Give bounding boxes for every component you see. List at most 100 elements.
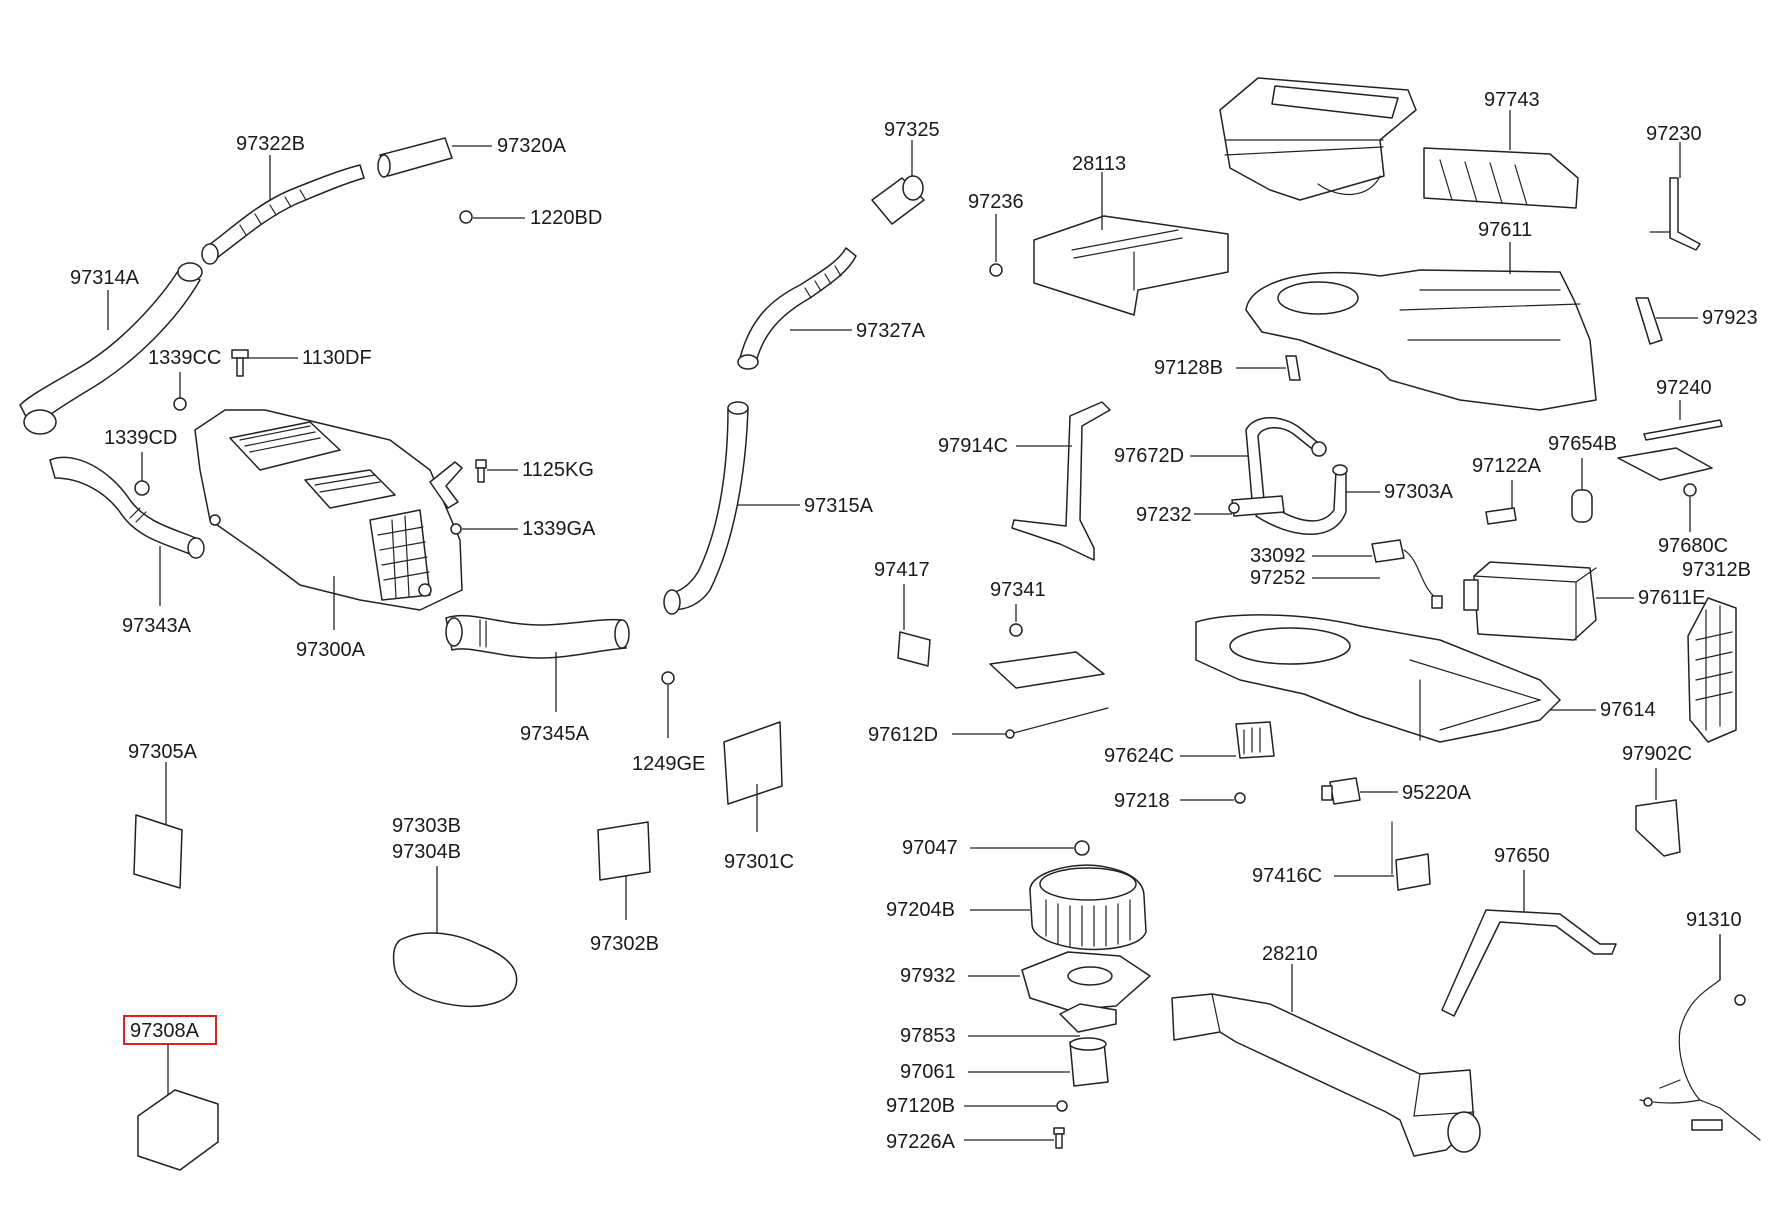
label-33092: 33092 xyxy=(1250,545,1306,567)
part-97654B xyxy=(1571,489,1593,523)
label-1339GA: 1339GA xyxy=(522,518,596,540)
part-97325 xyxy=(871,175,925,225)
label-1339CC: 1339CC xyxy=(148,347,221,369)
label-97343A: 97343A xyxy=(122,615,192,637)
label-97314A: 97314A xyxy=(70,267,140,289)
label-95220A: 95220A xyxy=(1402,782,1472,804)
part-97301C xyxy=(723,721,783,805)
part-97232 xyxy=(1228,495,1285,517)
part-97417 xyxy=(897,631,931,667)
part-97612D xyxy=(1005,707,1109,739)
label-91310: 91310 xyxy=(1686,909,1742,931)
part-97314A xyxy=(19,262,203,435)
label-97614: 97614 xyxy=(1600,699,1656,721)
part-97614 xyxy=(1195,614,1561,743)
part-lever-plate xyxy=(1617,447,1713,481)
part-97341 xyxy=(1009,623,1023,637)
label-97325: 97325 xyxy=(884,119,940,141)
highlight-box-97308A xyxy=(123,1015,217,1045)
part-1339GA xyxy=(450,523,462,535)
part-97128B xyxy=(1285,355,1301,381)
label-28113: 28113 xyxy=(1072,153,1126,175)
part-97327A xyxy=(737,247,857,370)
part-97914C xyxy=(1011,401,1111,561)
label-97240: 97240 xyxy=(1656,377,1712,399)
label-97853: 97853 xyxy=(900,1025,956,1047)
part-97122A xyxy=(1485,507,1517,525)
part-97047 xyxy=(1074,840,1090,856)
part-97345A xyxy=(445,614,630,659)
label-97218: 97218 xyxy=(1114,790,1170,812)
label-97417: 97417 xyxy=(874,559,930,581)
label-97650: 97650 xyxy=(1494,845,1550,867)
label-97301C: 97301C xyxy=(724,851,794,873)
label-97120B: 97120B xyxy=(886,1095,955,1117)
part-97061 xyxy=(1069,1037,1109,1087)
part-97672D xyxy=(1245,417,1327,501)
part-97236 xyxy=(989,263,1003,277)
label-97345A: 97345A xyxy=(520,723,590,745)
label-97611E: 97611E xyxy=(1638,587,1705,609)
part-97611 xyxy=(1245,269,1597,411)
label-97226A: 97226A xyxy=(886,1131,956,1153)
label-97122A: 97122A xyxy=(1472,455,1542,477)
part-97303A xyxy=(1255,464,1348,535)
part-97218 xyxy=(1234,792,1246,804)
label-97304B: 97304B xyxy=(392,841,461,863)
part-97226A xyxy=(1053,1127,1065,1149)
part-97902C xyxy=(1635,799,1681,857)
label-97341: 97341 xyxy=(990,579,1046,601)
part-28210 xyxy=(1171,993,1481,1157)
part-97624C xyxy=(1235,721,1275,759)
part-1220BD xyxy=(459,210,473,224)
label-97320A: 97320A xyxy=(497,135,567,157)
label-97327A: 97327A xyxy=(856,320,926,342)
label-97303A: 97303A xyxy=(1384,481,1454,503)
part-97416C xyxy=(1391,821,1431,891)
label-97236: 97236 xyxy=(968,191,1024,213)
part-95220A xyxy=(1321,777,1361,805)
label-28210: 28210 xyxy=(1262,943,1318,965)
part-97305A xyxy=(133,814,183,889)
label-97680C: 97680C xyxy=(1658,535,1728,557)
part-97743 xyxy=(1423,147,1579,209)
label-97252: 97252 xyxy=(1250,567,1306,589)
part-97611E xyxy=(1463,561,1597,641)
label-97672D: 97672D xyxy=(1114,445,1184,467)
part-97120B xyxy=(1056,1100,1068,1112)
label-1125KG: 1125KG xyxy=(522,459,594,481)
label-97743: 97743 xyxy=(1484,89,1540,111)
label-97654B: 97654B xyxy=(1548,433,1617,455)
label-97300A: 97300A xyxy=(296,639,366,661)
part-97240 xyxy=(1643,419,1723,441)
part-97923 xyxy=(1635,297,1663,345)
part-97320A xyxy=(377,137,453,178)
label-97061: 97061 xyxy=(900,1061,956,1083)
part-97341-pad xyxy=(989,651,1105,689)
part-97343A xyxy=(49,456,205,559)
label-97305A: 97305A xyxy=(128,741,198,763)
label-97315A: 97315A xyxy=(804,495,874,517)
part-97650 xyxy=(1441,909,1617,1017)
label-97322B: 97322B xyxy=(236,133,305,155)
part-97308A xyxy=(137,1089,219,1171)
part-1130DF xyxy=(231,349,249,377)
part-97853 xyxy=(1059,1003,1117,1033)
part-97680C xyxy=(1683,483,1697,497)
label-1249GE: 1249GE xyxy=(632,753,705,775)
part-1339CC xyxy=(173,397,187,411)
part-top-case xyxy=(1219,77,1417,201)
label-97312B: 97312B xyxy=(1682,559,1751,581)
label-97902C: 97902C xyxy=(1622,743,1692,765)
label-1130DF: 1130DF xyxy=(302,347,372,369)
label-97624C: 97624C xyxy=(1104,745,1174,767)
part-97204B xyxy=(1029,864,1147,951)
label-97232: 97232 xyxy=(1136,504,1192,526)
label-97128B: 97128B xyxy=(1154,357,1223,379)
part-97300A xyxy=(194,409,463,611)
part-97302B xyxy=(597,821,651,881)
part-97252 xyxy=(1371,539,1443,609)
part-97932 xyxy=(1021,951,1151,1011)
label-97230: 97230 xyxy=(1646,123,1702,145)
part-1125KG xyxy=(429,459,487,509)
